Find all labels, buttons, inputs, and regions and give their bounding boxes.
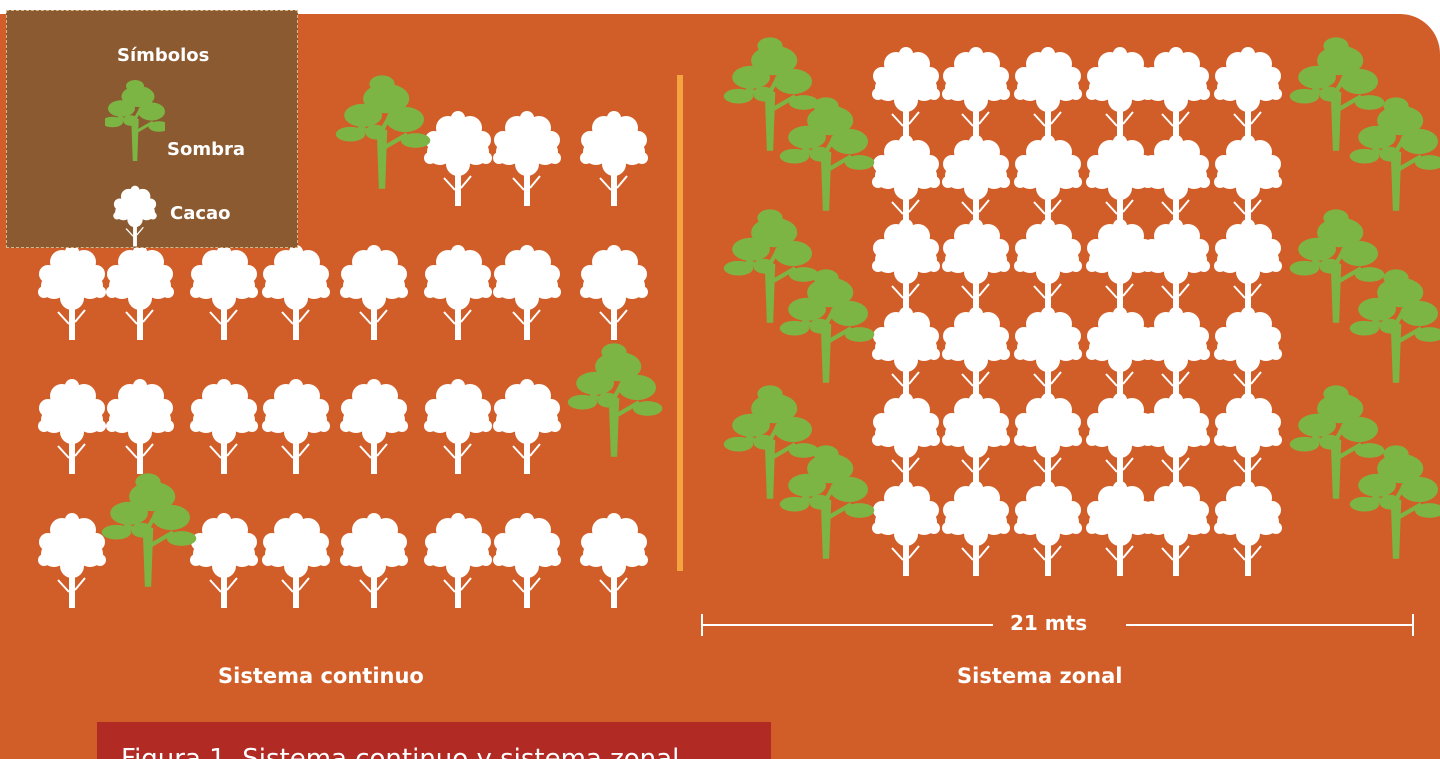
cacao-tree [105, 244, 175, 341]
cacao-tree [492, 110, 562, 207]
cacao-tree [941, 46, 1011, 143]
cacao-tree [37, 512, 107, 609]
cacao-tree [941, 392, 1011, 489]
cacao-tree [339, 512, 409, 609]
cacao-tree [339, 378, 409, 475]
cacao-tree [871, 134, 941, 231]
cacao-tree [941, 480, 1011, 577]
cacao-tree [1013, 134, 1083, 231]
shade-tree [1350, 445, 1440, 558]
scale-right-tick [1412, 614, 1414, 636]
cacao-tree [1141, 306, 1211, 403]
cacao-tree [871, 306, 941, 403]
cacao-tree [1013, 306, 1083, 403]
figure-caption: Figura 1. Sistema continuo y sistema zon… [121, 744, 680, 759]
legend-box: Símbolos Sombra Cacao [6, 10, 298, 248]
caption-zonal: Sistema zonal [957, 664, 1123, 688]
legend-shade-label: Sombra [167, 139, 245, 160]
cacao-tree [1213, 218, 1283, 315]
cacao-tree [941, 218, 1011, 315]
cacao-tree [37, 244, 107, 341]
cacao-tree [1013, 218, 1083, 315]
cacao-tree [189, 244, 259, 341]
cacao-tree [871, 392, 941, 489]
legend-cacao-label: Cacao [170, 203, 231, 224]
cacao-tree [261, 378, 331, 475]
shade-tree [1350, 269, 1440, 382]
cacao-tree [1141, 134, 1211, 231]
cacao-tree [189, 378, 259, 475]
shade-tree [336, 75, 431, 188]
cacao-tree [492, 244, 562, 341]
cacao-tree [1141, 480, 1211, 577]
cacao-tree [261, 244, 331, 341]
cacao-tree [423, 244, 493, 341]
cacao-tree [579, 110, 649, 207]
cacao-tree [1141, 46, 1211, 143]
scale-line-right [1126, 624, 1412, 626]
cacao-tree [871, 218, 941, 315]
scale-label: 21 mts [1010, 611, 1088, 635]
shade-tree [568, 343, 663, 456]
system-divider [677, 75, 683, 571]
cacao-tree [941, 306, 1011, 403]
cacao-tree [1213, 392, 1283, 489]
cacao-tree [871, 46, 941, 143]
shade-tree [1350, 97, 1440, 210]
cacao-tree [423, 110, 493, 207]
cacao-tree [579, 512, 649, 609]
cacao-tree [423, 512, 493, 609]
cacao-tree [871, 480, 941, 577]
shade-tree [780, 97, 875, 210]
shade-tree [780, 445, 875, 558]
scale-left-tick [701, 614, 703, 636]
cacao-tree [1013, 480, 1083, 577]
scale-line-left [703, 624, 993, 626]
figure-caption-box: Figura 1. Sistema continuo y sistema zon… [97, 722, 771, 759]
cacao-tree [261, 512, 331, 609]
cacao-tree [1213, 480, 1283, 577]
shade-tree [102, 473, 197, 586]
cacao-tree [492, 512, 562, 609]
shade-tree-icon [105, 78, 165, 163]
cacao-tree [423, 378, 493, 475]
cacao-tree [105, 378, 175, 475]
cacao-tree [941, 134, 1011, 231]
cacao-tree [492, 378, 562, 475]
cacao-tree [1013, 392, 1083, 489]
cacao-tree-icon [113, 185, 157, 248]
cacao-tree [1213, 134, 1283, 231]
legend-title: Símbolos [117, 45, 210, 66]
cacao-tree [1141, 218, 1211, 315]
cacao-tree [1013, 46, 1083, 143]
cacao-tree [1141, 392, 1211, 489]
cacao-tree [37, 378, 107, 475]
cacao-tree [1213, 46, 1283, 143]
cacao-tree [1213, 306, 1283, 403]
cacao-tree [189, 512, 259, 609]
shade-tree [780, 269, 875, 382]
caption-continuous: Sistema continuo [218, 664, 424, 688]
cacao-tree [339, 244, 409, 341]
cacao-tree [579, 244, 649, 341]
